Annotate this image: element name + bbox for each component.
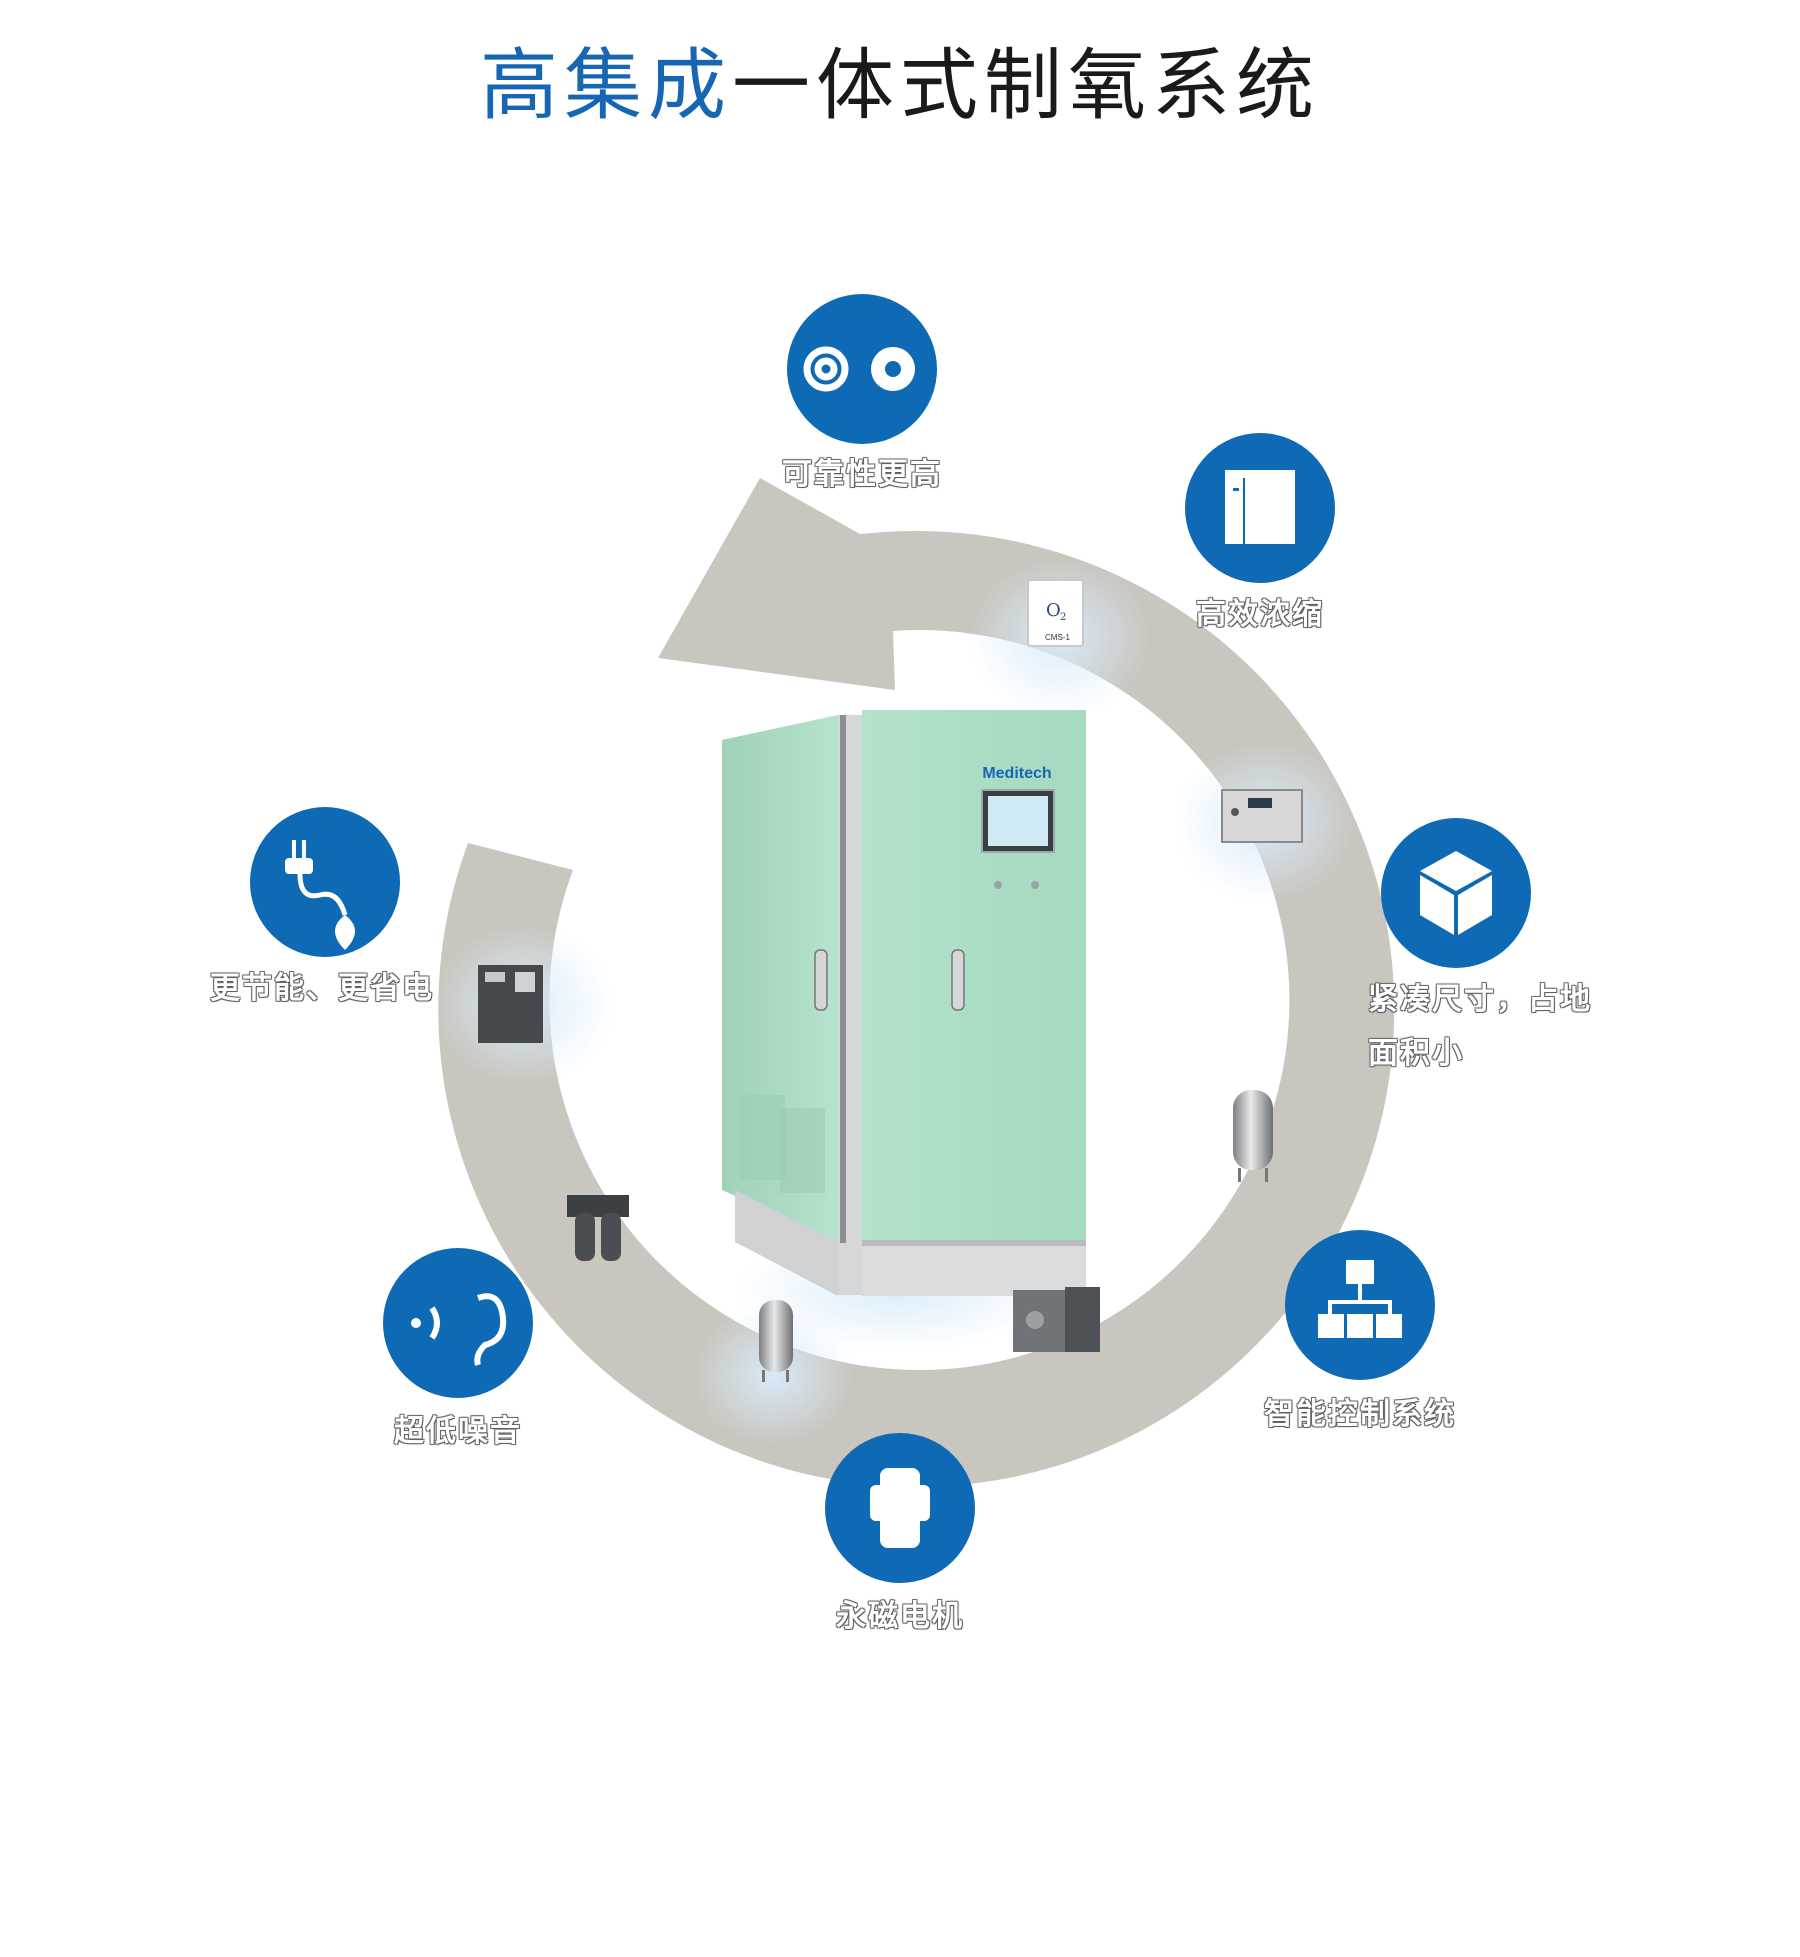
feature-icon-reliability: [787, 294, 937, 444]
feature-label-smart-control: 智能控制系统: [1264, 1397, 1456, 1432]
title-accent: 高集成: [479, 41, 732, 131]
feature-label-low-noise: 超低噪音: [394, 1414, 522, 1449]
gears-icon: [803, 346, 849, 392]
network-icon: [1318, 1260, 1402, 1338]
cube-icon: [1420, 851, 1492, 935]
oxygen-cabinet: Meditech: [722, 710, 1086, 1296]
sensor-model: CMS-1: [1045, 633, 1070, 642]
cabinet-icon: [1225, 470, 1295, 544]
ear-sound-icon: [429, 1293, 507, 1366]
feature-icon-compact: [1381, 818, 1531, 968]
feature-icon-smart-control: [1285, 1230, 1435, 1380]
air-tank: [759, 1300, 793, 1382]
glow: [693, 1305, 853, 1445]
control-panel: [1221, 789, 1303, 843]
motor-icon: [870, 1468, 930, 1548]
feature-label-compact-line1: 紧凑尺寸，占地: [1368, 982, 1592, 1017]
indicator-light: [1031, 881, 1039, 889]
air-tank: [1233, 1090, 1273, 1182]
feature-icon-efficiency: [1185, 433, 1335, 583]
feature-label-reliability: 可靠性更高: [782, 457, 942, 492]
indicator-light: [994, 881, 1002, 889]
feature-label-compact-line2: 面积小: [1368, 1036, 1464, 1071]
air-compressor: [1013, 1287, 1100, 1352]
sensor-subscript: 2: [1060, 612, 1066, 623]
feature-label-efficiency: 高效浓缩: [1196, 597, 1324, 632]
feature-label-motor: 永磁电机: [836, 1599, 964, 1634]
feature-icon-energy-saving: [250, 807, 400, 957]
filter-unit: [567, 1195, 629, 1261]
page-title: 高集成一体式制氧系统: [0, 40, 1800, 134]
feature-icon-low-noise: [383, 1248, 533, 1398]
o2-sensor: O 2 CMS-1: [1027, 579, 1084, 647]
sensor-symbol: O: [1046, 600, 1061, 621]
dryer-unit: [478, 965, 543, 1043]
title-rest: 一体式制氧系统: [732, 41, 1321, 131]
brand-logo: Meditech: [982, 765, 1051, 782]
feature-label-energy-saving: 更节能、更省电: [210, 971, 434, 1006]
feature-icon-motor: [825, 1433, 975, 1583]
plug-leaf-icon: [285, 840, 355, 950]
